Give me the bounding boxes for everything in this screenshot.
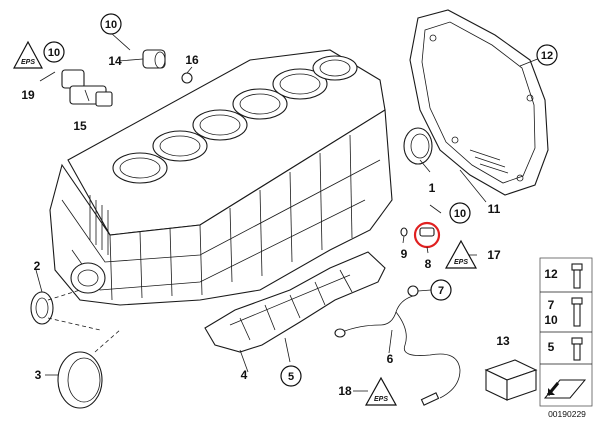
label-9: 9 (401, 247, 408, 261)
carton-box-icon (484, 359, 538, 401)
cover-disc (57, 351, 103, 409)
warning-triangle-icon: EPS (364, 376, 398, 406)
svg-text:EPS: EPS (21, 59, 35, 66)
solenoid-valve (61, 69, 113, 107)
callout-10-left: 10 (43, 41, 65, 63)
shaft-seal (403, 127, 433, 165)
callout-10-top: 10 (100, 13, 122, 35)
svg-text:EPS: EPS (374, 396, 388, 403)
label-2: 2 (34, 259, 41, 273)
svg-text:12: 12 (541, 50, 553, 62)
callout-12: 12 (536, 44, 558, 66)
cylinder-bores (112, 55, 358, 184)
label-19: 19 (21, 88, 35, 102)
svg-text:10: 10 (48, 47, 60, 59)
svg-text:5: 5 (288, 371, 294, 383)
bolt-icon (571, 263, 583, 289)
callout-5: 5 (280, 365, 302, 387)
legend-label-12: 12 (544, 267, 558, 281)
label-16: 16 (185, 53, 199, 67)
fastener-legend: 12 7 10 5 (539, 257, 593, 407)
label-17: 17 (487, 248, 501, 262)
cover-plate (409, 9, 549, 196)
knock-sensor-harness (334, 285, 461, 406)
svg-text:10: 10 (454, 208, 466, 220)
callout-7: 7 (430, 279, 452, 301)
bolt-icon (571, 337, 583, 361)
callout-10-mid: 10 (449, 202, 471, 224)
label-6: 6 (387, 352, 394, 366)
legend-label-5: 5 (548, 340, 555, 354)
crank-sensor (400, 221, 441, 249)
engine-block (49, 49, 393, 306)
legend-label-10: 10 (544, 313, 558, 327)
legend-label-7: 7 (548, 298, 555, 312)
label-15: 15 (73, 119, 87, 133)
svg-text:10: 10 (105, 19, 117, 31)
label-3: 3 (35, 368, 42, 382)
label-4: 4 (241, 368, 248, 382)
seal-ring-16 (181, 72, 193, 84)
svg-text:7: 7 (438, 285, 444, 297)
warning-triangle-icon: EPS (12, 40, 44, 69)
reference-number: 00190229 (548, 409, 586, 419)
label-1: 1 (429, 181, 436, 195)
warning-triangle-icon: EPS (444, 239, 478, 269)
label-13: 13 (496, 334, 510, 348)
arrow-icon (543, 379, 587, 399)
label-11: 11 (488, 202, 501, 216)
label-18: 18 (338, 384, 352, 398)
bolt-icon (571, 297, 583, 327)
svg-text:EPS: EPS (454, 259, 468, 266)
oil-baffle (204, 251, 386, 353)
label-14: 14 (108, 54, 122, 68)
screw-plug (142, 49, 166, 69)
crank-seal-ring (30, 291, 54, 325)
label-8: 8 (425, 257, 432, 271)
